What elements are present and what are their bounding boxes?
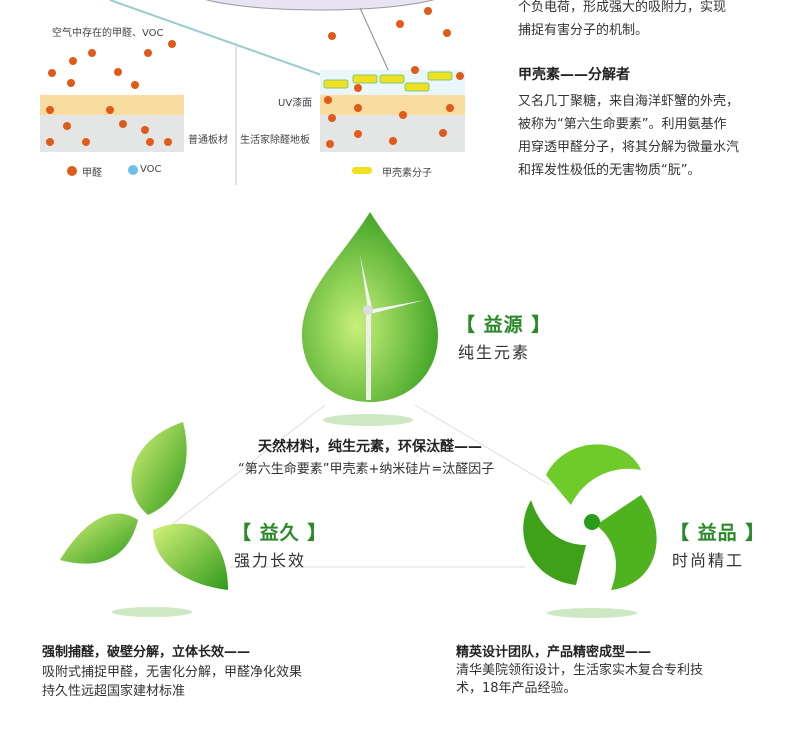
legend-voc: VOC (140, 164, 162, 175)
feature-title: 【 益源 】 (456, 314, 552, 336)
center-heading: 天然材料，纯生元素，环保汰醛—— (258, 439, 482, 455)
bottom-left-heading: 强制捕醛，破壁分解，立体长效—— (42, 645, 251, 660)
bottom-right-line: 清华美院领衔设计，生活家实木复合专利技 (456, 663, 704, 678)
chitin-line: 又名几丁聚糖，来自海洋虾蟹的外壳， (518, 94, 740, 109)
leaf-wind-turbine-icon (302, 212, 438, 402)
legend-formaldehyde: 甲醛 (82, 168, 102, 179)
formaldehyde-diagram (40, 0, 465, 185)
intro-line: 个负电荷，形成强大的吸附力，实现 (518, 0, 727, 15)
chitin-heading: 甲壳素——分解者 (518, 67, 630, 83)
intro-line: 捕捉有害分子的机制。 (518, 23, 649, 38)
product-floor-label: 生活家除醛地板 (240, 135, 310, 146)
air-label: 空气中存在的甲醛、VOC (52, 28, 164, 39)
leaves-cluster-icon (60, 422, 228, 590)
feature-subtitle: 纯生元素 (458, 343, 531, 362)
bottom-left-line: 持久性远超国家建材标准 (42, 684, 186, 699)
bottom-right-heading: 精英设计团队，产品精密成型—— (456, 645, 652, 660)
feature-subtitle: 时尚精工 (672, 551, 745, 570)
center-line: “第六生命要素”甲壳素+纳米硅片=汰醛因子 (238, 462, 495, 477)
bottom-left-line: 吸附式捕捉甲醛，无害化分解，甲醛净化效果 (42, 665, 303, 680)
feature-title: 【 益久 】 (232, 522, 328, 544)
bottom-right-line: 术，18年产品经验。 (456, 681, 577, 696)
legend-chitin: 甲壳素分子 (382, 168, 432, 179)
chitin-line: 和挥发性极低的无害物质“朊”。 (518, 163, 701, 178)
normal-board-label: 普通板材 (188, 135, 228, 146)
chitin-line: 用穿透甲醛分子，将其分解为微量水汽 (518, 140, 740, 155)
recycle-leaves-icon (523, 444, 657, 590)
feature-subtitle: 强力长效 (234, 551, 307, 570)
uv-label: UV漆面 (278, 98, 313, 109)
feature-title: 【 益品 】 (670, 522, 766, 544)
chitin-line: 被称为“第六生命要素”。利用氨基作 (518, 117, 727, 132)
